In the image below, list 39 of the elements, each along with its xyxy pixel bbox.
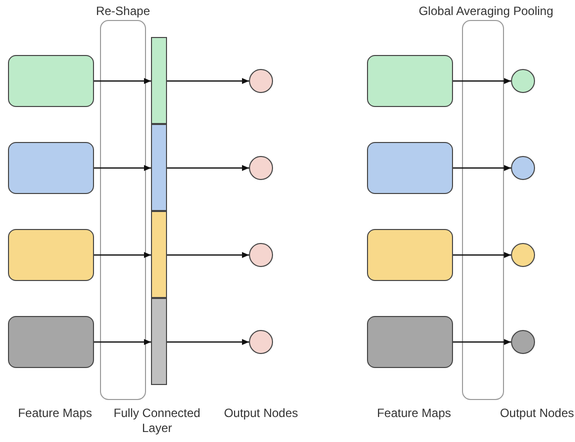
band-title: Global Averaging Pooling [418,4,554,19]
arrow [453,339,511,345]
arrow [94,252,151,258]
column-caption: Output Nodes [498,406,575,421]
arrow [453,252,511,258]
arrow [167,339,249,345]
output-node-circle [249,243,273,267]
arrow [167,252,249,258]
column-caption: Feature Maps [376,406,452,421]
arrow [167,165,249,171]
arrow [94,339,151,345]
feature-map-box [8,142,94,194]
feature-map-box [8,316,94,368]
feature-map-box [367,55,453,107]
arrow [453,78,511,84]
output-node-circle [511,156,535,180]
column-caption: Fully Connected Layer [112,406,202,436]
output-node-circle [511,69,535,93]
layer-segment [151,211,167,298]
layer-segment [151,298,167,385]
feature-map-box [8,229,94,281]
arrow [453,165,511,171]
feature-map-box [367,316,453,368]
arrow [167,78,249,84]
band-title: Re-Shape [94,4,152,19]
output-node-circle [249,330,273,354]
feature-map-box [367,142,453,194]
output-node-circle [249,69,273,93]
layer-segment [151,124,167,211]
output-node-circle [511,243,535,267]
output-node-circle [249,156,273,180]
arrow [94,165,151,171]
column-caption: Output Nodes [222,406,300,421]
arrow [94,78,151,84]
column-caption: Feature Maps [16,406,94,421]
feature-map-box [8,55,94,107]
feature-map-box [367,229,453,281]
layer-segment [151,37,167,124]
output-node-circle [511,330,535,354]
